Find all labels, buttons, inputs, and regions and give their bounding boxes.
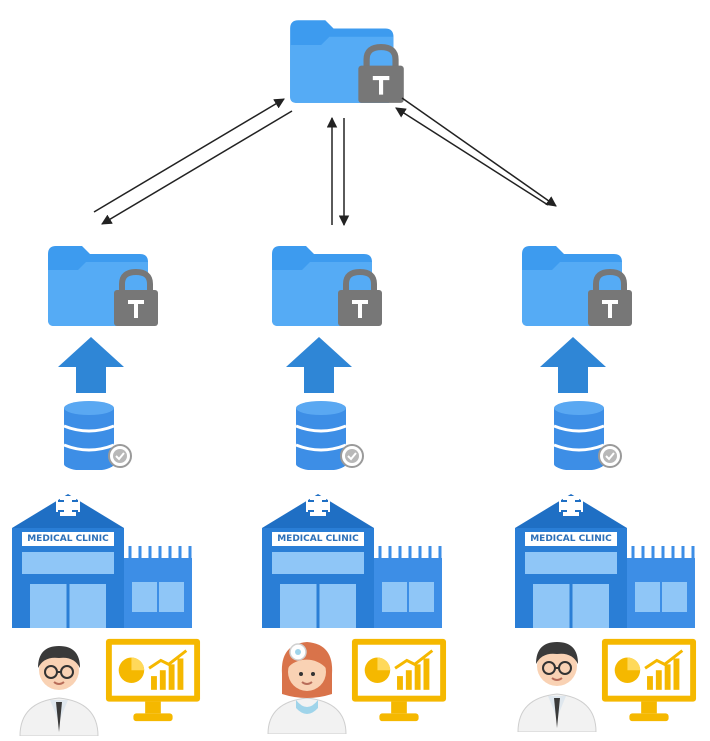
upload-arrow-icon <box>540 337 606 393</box>
male-doctor-icon <box>19 645 99 736</box>
upload-arrow-icon <box>286 337 352 393</box>
clinic-sign: MEDICAL CLINIC <box>530 534 612 544</box>
locked-folder-icon <box>48 246 158 326</box>
clinic-building-icon <box>515 492 695 628</box>
locked-folder-icon <box>272 246 382 326</box>
column-left: MEDICAL CLINIC <box>12 246 202 736</box>
clinic-sign: MEDICAL CLINIC <box>277 534 359 544</box>
analytics-monitor-icon <box>350 637 448 723</box>
clinic-building-icon <box>262 492 442 628</box>
verified-database-icon <box>62 400 133 470</box>
column-right: MEDICAL CLINIC <box>515 246 698 732</box>
connection-center <box>326 116 350 227</box>
connection-right <box>395 97 557 207</box>
analytics-monitor-icon <box>104 637 202 723</box>
locked-folder-icon <box>522 246 632 326</box>
arrow-central-to-right <box>401 97 557 207</box>
central-locked-folder-icon <box>290 20 404 103</box>
clinic-sign: MEDICAL CLINIC <box>27 534 109 544</box>
female-nurse-icon <box>267 641 347 734</box>
arrow-central-to-left <box>101 110 293 225</box>
verified-database-icon <box>552 400 623 470</box>
column-center: MEDICAL CLINIC <box>262 246 448 734</box>
upload-arrow-icon <box>58 337 124 393</box>
clinic-building-icon <box>12 492 192 628</box>
analytics-monitor-icon <box>600 637 698 723</box>
arrow-right-to-central <box>395 107 549 206</box>
arrow-left-to-central <box>93 98 285 213</box>
verified-database-icon <box>294 400 365 470</box>
male-doctor-icon <box>517 641 597 732</box>
connection-left <box>93 98 293 225</box>
